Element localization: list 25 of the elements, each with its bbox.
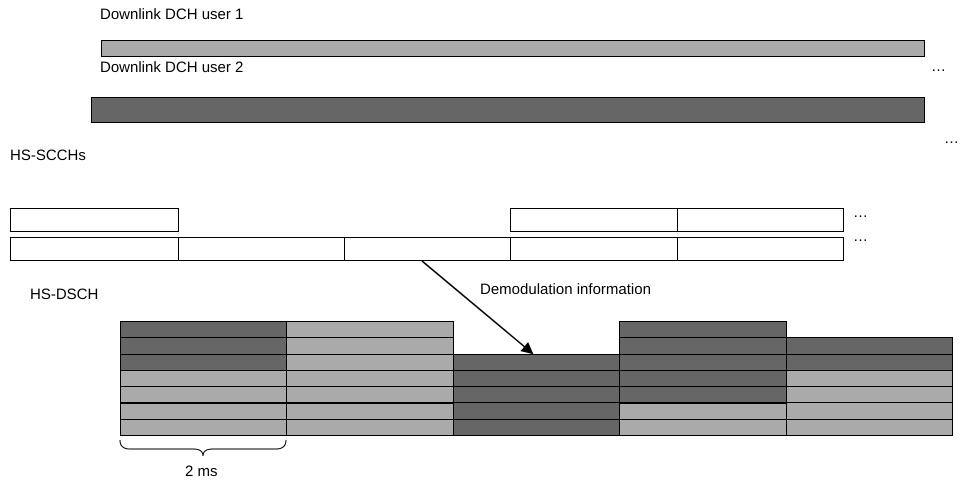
code-column — [286, 321, 454, 436]
slot-box — [677, 237, 844, 261]
code-column — [120, 321, 287, 436]
slot-box — [510, 208, 678, 232]
ellipsis: … — [931, 58, 946, 75]
channel-label: HS-DSCH — [30, 286, 98, 303]
slot-box — [10, 208, 179, 232]
slot-box — [10, 237, 179, 261]
slot-box — [178, 237, 345, 261]
slot-box — [344, 237, 511, 261]
ellipsis: … — [853, 204, 868, 221]
channel-bar — [101, 40, 925, 57]
code-column — [619, 321, 787, 436]
channel-bar — [91, 97, 925, 123]
code-column — [786, 337, 953, 436]
ellipsis: … — [944, 130, 959, 147]
arrow — [422, 260, 534, 354]
code-column — [453, 354, 620, 436]
ellipsis: … — [853, 228, 868, 245]
channel-label: Downlink DCH user 2 — [100, 59, 244, 76]
channel-label: Downlink DCH user 1 — [100, 6, 244, 23]
duration-label: 2 ms — [185, 463, 218, 480]
slot-box — [510, 237, 678, 261]
channel-label: HS-SCCHs — [10, 147, 86, 164]
slot-box — [677, 208, 844, 232]
